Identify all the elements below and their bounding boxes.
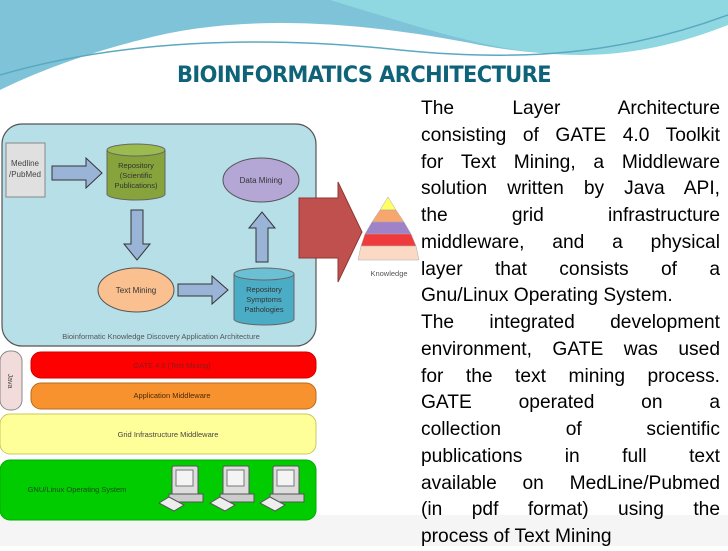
- big-red-arrow-icon: [298, 181, 363, 283]
- body-line: Gnu/Linux Operating System.: [421, 285, 673, 307]
- medline-label-2: /PubMed: [9, 170, 41, 179]
- repo-sym-label-2: Symptoms: [246, 295, 282, 304]
- body-line: collection of scientific: [421, 419, 720, 440]
- slide-title: BIOINFORMATICS ARCHITECTURE: [176, 62, 552, 88]
- body-line: process of Text Mining: [421, 526, 612, 547]
- body-line: publications in full text: [421, 445, 720, 467]
- body-line: available on MedLine/Pubmed: [421, 472, 720, 494]
- app-mw-label: Application Middleware: [133, 391, 210, 400]
- body-line: solution written by Java API,: [421, 178, 720, 200]
- body-line: The integrated development: [421, 312, 720, 333]
- repo-sci-label-2: (Scientific: [120, 171, 153, 180]
- body-line: The Layer Architecture: [421, 98, 720, 119]
- body-line: environment, GATE was used: [421, 338, 720, 360]
- text-mining-ellipse: [97, 267, 175, 313]
- knowledge-label: Knowledge: [370, 269, 407, 278]
- repository-scientific-cylinder: [106, 143, 166, 201]
- medline-label-1: Medline: [11, 159, 40, 168]
- body-line: (in pdf format) using the: [421, 499, 720, 521]
- computer-icon: [258, 465, 305, 512]
- body-text: The Layer Architecture consisting of GATE…: [421, 96, 720, 551]
- body-line: the grid infrastructure: [421, 205, 720, 226]
- panel-caption: Bioinformatic Knowledge Discovery Applic…: [62, 332, 260, 341]
- grid-mw-label: Grid Infrastructure Middleware: [118, 430, 219, 439]
- text-mining-label: Text Mining: [116, 286, 156, 295]
- body-line: middleware, and a physical: [421, 231, 720, 253]
- arrow-right-icon: [177, 274, 229, 306]
- repo-sym-label-3: Pathologies: [244, 305, 283, 314]
- computer-icon: [157, 465, 204, 512]
- body-line: for the text mining process.: [421, 365, 720, 387]
- body-line: GATE operated on a: [421, 392, 720, 414]
- gate-layer-label: GATE 4.0 (Text Mining): [133, 361, 211, 370]
- computer-icon: [208, 465, 255, 512]
- java-label: Java: [6, 374, 13, 389]
- body-line: consisting of GATE 4.0 Toolkit: [421, 124, 720, 146]
- arrow-up-icon: [247, 211, 277, 263]
- grid-middleware-layer: [0, 413, 317, 455]
- repo-sym-label-1: Repository: [246, 285, 282, 294]
- java-layer: [0, 350, 23, 411]
- body-line: for Text Mining, a Middleware: [421, 151, 720, 173]
- data-mining-ellipse: [222, 157, 300, 203]
- data-mining-label: Data Mining: [240, 176, 283, 185]
- medline-source-box: [5, 142, 46, 198]
- repo-sci-label-1: Repository: [118, 161, 154, 170]
- repository-symptoms-cylinder: [233, 267, 295, 326]
- gate-layer: [30, 351, 317, 379]
- os-label: GNU/Linux Operating System: [28, 485, 127, 494]
- body-line: layer that consists of a: [421, 258, 720, 280]
- header-swoosh-light: [330, 0, 728, 55]
- repo-sci-label-3: Publications): [115, 181, 158, 190]
- arrow-down-icon: [122, 209, 152, 261]
- knowledge-pyramid-icon: [357, 196, 420, 261]
- application-middleware-layer: [30, 382, 317, 410]
- header-wave-line: [0, 14, 728, 76]
- arrow-right-icon: [51, 156, 103, 190]
